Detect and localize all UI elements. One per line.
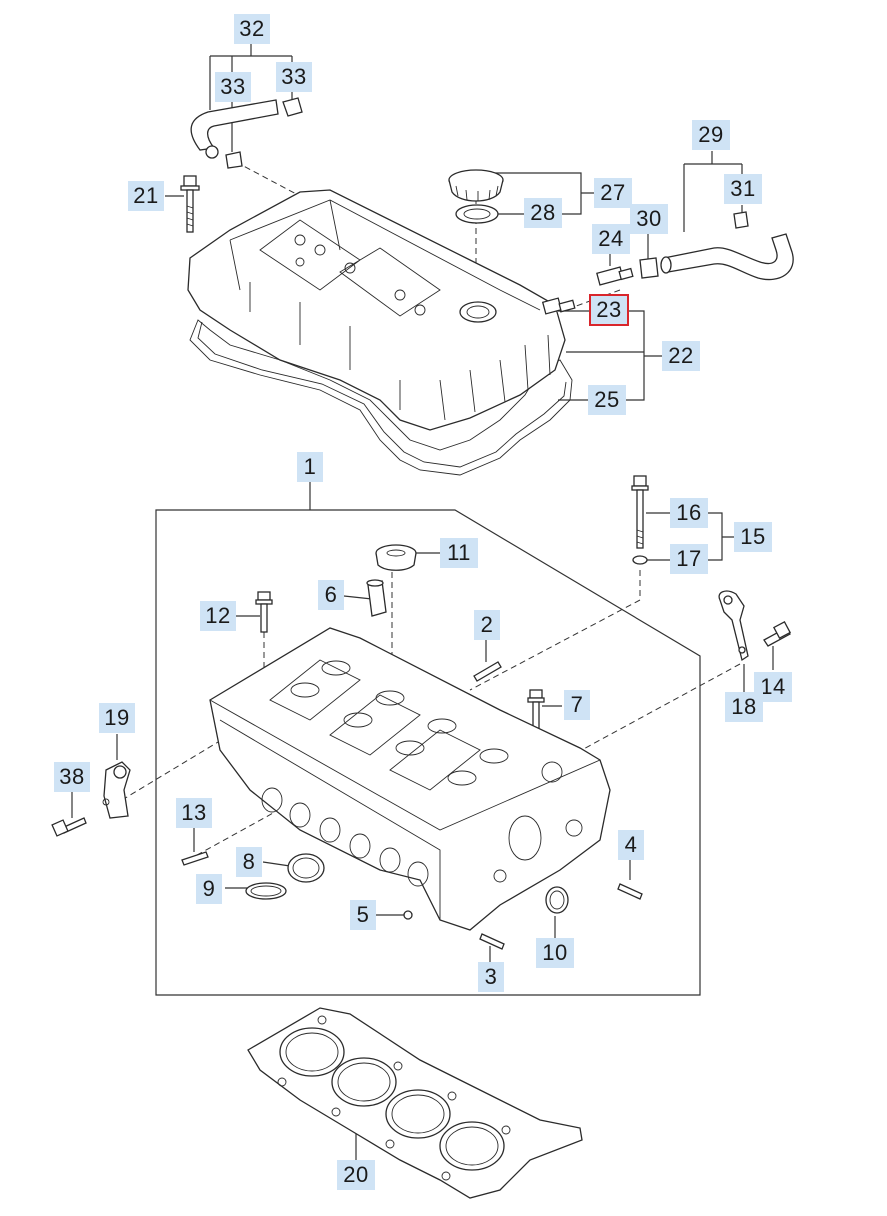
callout-31[interactable]: 31 [724, 174, 762, 204]
callout-4[interactable]: 4 [618, 830, 644, 860]
callout-11[interactable]: 11 [440, 538, 478, 568]
callout-8[interactable]: 8 [236, 847, 262, 877]
stud-3 [479, 933, 505, 950]
sensor-bracket-19 [102, 761, 131, 819]
callout-3[interactable]: 3 [478, 962, 504, 992]
washer-17 [632, 555, 648, 565]
callout-23-highlighted[interactable]: 23 [589, 294, 629, 326]
callout-13[interactable]: 13 [176, 798, 212, 828]
callout-10[interactable]: 10 [536, 938, 574, 968]
callout-21[interactable]: 21 [128, 181, 164, 211]
bolt-14 [763, 621, 791, 647]
head-bolt-16 [631, 475, 649, 549]
breather-hose-29 [639, 211, 794, 281]
gasket-8 [287, 853, 325, 883]
callout-7[interactable]: 7 [564, 690, 590, 720]
callout-27[interactable]: 27 [594, 178, 632, 208]
bolt-21 [180, 175, 200, 233]
callout-1[interactable]: 1 [297, 452, 323, 482]
plug-5 [403, 910, 413, 920]
callout-29[interactable]: 29 [692, 120, 730, 150]
bracket-18 [718, 590, 749, 662]
tube-6 [366, 579, 387, 617]
callout-30[interactable]: 30 [630, 204, 668, 234]
gasket-9 [245, 882, 287, 900]
stud-13 [181, 851, 209, 866]
callout-24[interactable]: 24 [592, 224, 630, 254]
seal-10 [545, 886, 569, 914]
callout-28[interactable]: 28 [524, 198, 562, 228]
breather-hose-32 [190, 97, 303, 169]
cylinder-head [209, 627, 611, 931]
rocker-cover [187, 189, 573, 476]
callout-9[interactable]: 9 [196, 874, 222, 904]
cap-gasket-28 [455, 204, 499, 224]
callout-38[interactable]: 38 [54, 762, 90, 792]
bolt-12 [255, 591, 273, 633]
callout-18[interactable]: 18 [725, 692, 763, 722]
plug-11 [375, 544, 417, 571]
head-gasket-20 [247, 1007, 583, 1199]
callout-33-right[interactable]: 33 [276, 62, 312, 92]
callout-20[interactable]: 20 [337, 1160, 375, 1190]
oil-cap-27 [448, 169, 504, 202]
bolt-38 [51, 817, 87, 837]
callout-25[interactable]: 25 [588, 385, 626, 415]
leader-lines [71, 44, 774, 1160]
grommet-23 [541, 297, 576, 315]
callout-5[interactable]: 5 [350, 900, 376, 930]
callout-6[interactable]: 6 [318, 580, 344, 610]
stud-2 [473, 661, 502, 682]
callout-2[interactable]: 2 [474, 610, 500, 640]
callout-12[interactable]: 12 [200, 601, 236, 631]
callout-32[interactable]: 32 [234, 14, 270, 44]
callout-33-left[interactable]: 33 [215, 72, 251, 102]
stud-4 [617, 883, 643, 900]
callout-19[interactable]: 19 [99, 703, 135, 733]
callout-22[interactable]: 22 [662, 341, 700, 371]
callout-16[interactable]: 16 [670, 498, 708, 528]
callout-15[interactable]: 15 [734, 522, 772, 552]
callout-17[interactable]: 17 [670, 544, 708, 574]
pcv-valve-24 [596, 266, 634, 286]
